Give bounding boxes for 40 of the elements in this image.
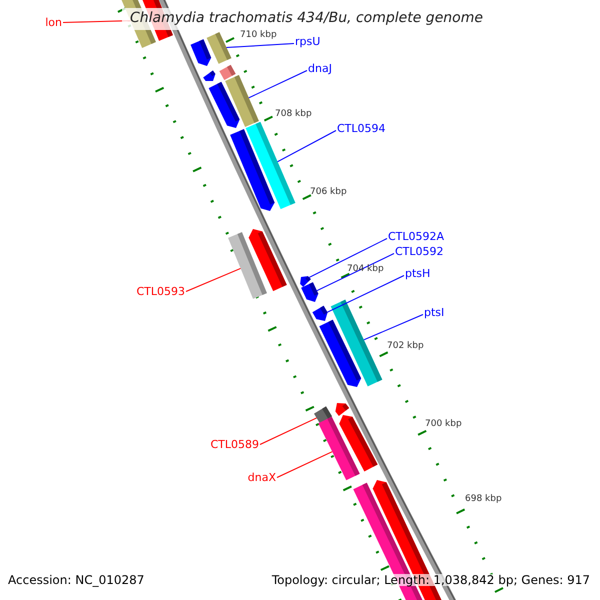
leader-line (226, 43, 294, 48)
gene-block (335, 403, 350, 416)
leader-line (260, 417, 318, 445)
gene-label: lon (45, 17, 62, 28)
gene-block (248, 229, 287, 292)
leader-line (326, 275, 404, 313)
gene-label: CTL0589 (210, 439, 259, 450)
scale-label: 706 kbp (310, 188, 347, 197)
leader-line (363, 314, 424, 340)
gene-block (312, 306, 328, 321)
gene-block (190, 39, 212, 66)
scale-label: 702 kbp (387, 342, 424, 351)
gene-label: ptsH (405, 268, 430, 279)
gene-label: rpsU (295, 36, 320, 47)
gene-label: CTL0592 (395, 246, 444, 257)
leader-line (308, 238, 388, 278)
scale-label: 698 kbp (465, 495, 502, 504)
gene-label: dnaX (248, 472, 276, 483)
scale-label: 708 kbp (275, 110, 312, 119)
scale-label: 710 kbp (240, 31, 277, 40)
gene-block (339, 415, 378, 472)
leader-line (276, 451, 333, 478)
gene-block (225, 75, 259, 127)
leader-line (277, 130, 336, 162)
gene-block (203, 70, 216, 81)
footer-text: Accession: NC_010287 (8, 574, 144, 586)
gene-label: dnaJ (308, 63, 332, 74)
leader-line (186, 268, 242, 292)
gene-label: ptsI (424, 307, 444, 318)
gene-block (206, 32, 232, 64)
gene-label: CTL0592A (388, 231, 444, 242)
scale-label: 700 kbp (425, 420, 462, 429)
gene-label: CTL0593 (136, 286, 185, 297)
gene-block (246, 122, 296, 210)
gene-label: CTL0594 (337, 123, 386, 134)
gene-block (219, 64, 236, 80)
footer-text: Topology: circular; Length: 1,038,842 bp; Genes: 917 (272, 574, 590, 586)
gene-block (330, 300, 382, 386)
scale-label: 704 kbp (347, 265, 384, 274)
leader-line (316, 253, 394, 292)
